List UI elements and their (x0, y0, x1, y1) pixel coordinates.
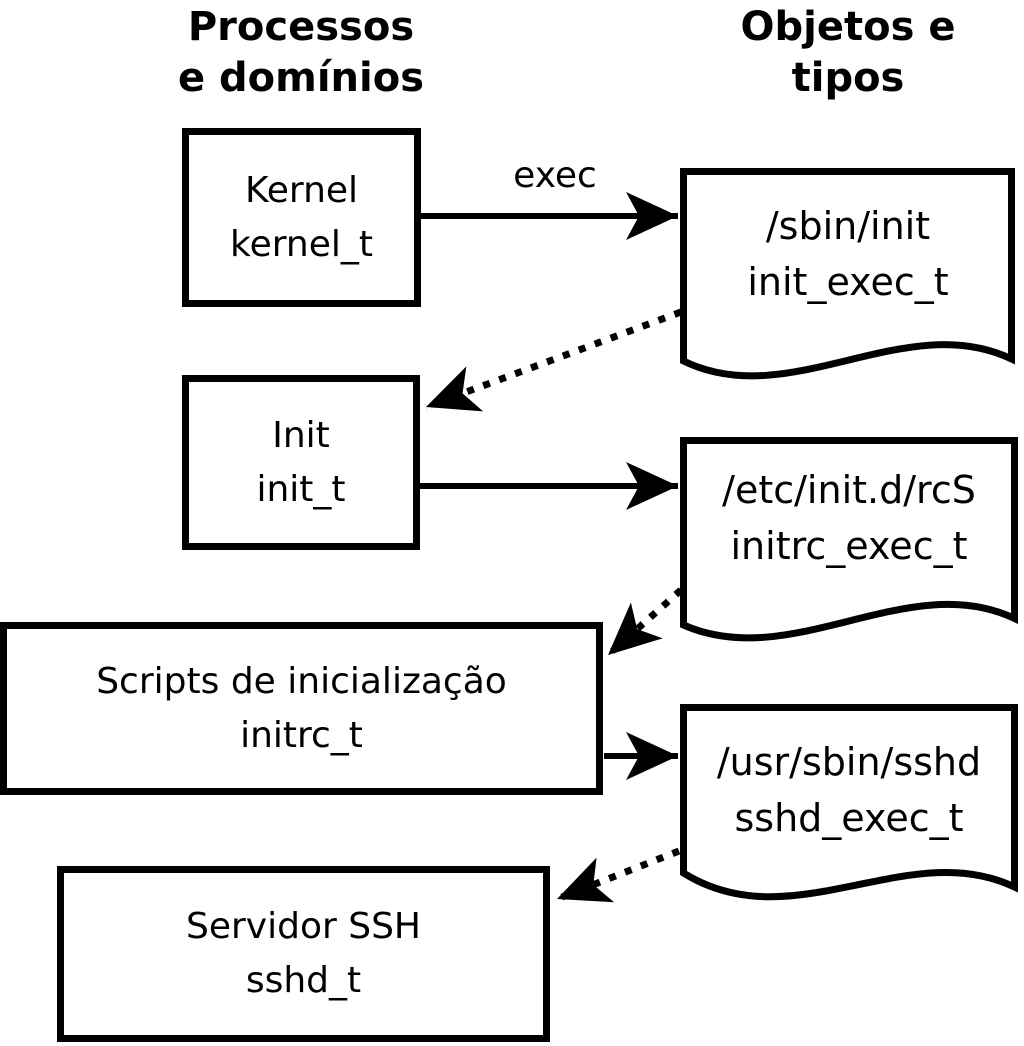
document-shape-usr-sbin-sshd (680, 704, 1018, 901)
process-domain: initrc_t (240, 714, 363, 756)
process-name: Scripts de inicialização (96, 660, 507, 702)
exec-arrow-label: exec (513, 155, 597, 196)
dotted-arrow-rcs-to-scripts (605, 587, 684, 658)
process-box-init-scripts: Scripts de inicialização initrc_t (0, 622, 603, 795)
document-shape-sbin-init (680, 168, 1015, 380)
dotted-arrow-sbin-init-to-init (424, 308, 683, 412)
document-shape-etc-initd-rcs (680, 437, 1018, 642)
process-box-init: Init init_t (182, 375, 420, 550)
process-domain: sshd_t (245, 960, 362, 1001)
process-box-kernel: Kernel kernel_t (182, 128, 421, 307)
dotted-arrow-sshd-to-servidor (555, 847, 681, 903)
process-name: Init (272, 414, 330, 456)
process-name: Servidor SSH (185, 906, 421, 947)
column-header-objects: Objetos e tipos (740, 4, 956, 101)
process-box-ssh-server: Servidor SSH sshd_t (57, 866, 550, 1042)
column-header-processes: Processos e domínios (177, 4, 425, 101)
process-domain: kernel_t (230, 223, 373, 265)
process-domain: init_t (256, 468, 346, 510)
process-name: Kernel (244, 169, 359, 211)
